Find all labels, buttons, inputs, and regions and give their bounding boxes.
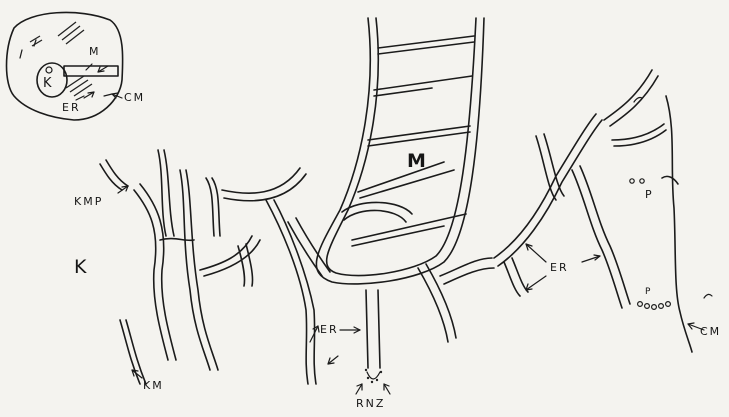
inset-label-k: K	[43, 77, 54, 90]
label-rnz: RNZ	[356, 398, 385, 409]
label-kmp: KMP	[74, 196, 103, 207]
label-er-right: ER	[550, 262, 569, 273]
label-p-upper: P	[645, 189, 654, 200]
label-cm: CM	[700, 326, 721, 337]
inset-label-cm: CM	[124, 92, 145, 103]
label-km: KM	[143, 380, 164, 391]
inset-label-er: ER	[62, 102, 81, 113]
er-central	[365, 258, 494, 383]
mitochondrion	[316, 18, 484, 284]
inset-section-box	[64, 66, 118, 76]
label-m-mitochondrion: M	[407, 152, 426, 171]
inset-label-m: M	[89, 46, 101, 57]
inset-nucleolus	[46, 67, 52, 73]
label-p-lower: P	[645, 288, 651, 297]
label-er-left: ER	[320, 324, 339, 335]
label-k-nucleus: K	[74, 258, 86, 277]
er-network-left	[100, 150, 330, 384]
er-network-right	[494, 70, 712, 352]
